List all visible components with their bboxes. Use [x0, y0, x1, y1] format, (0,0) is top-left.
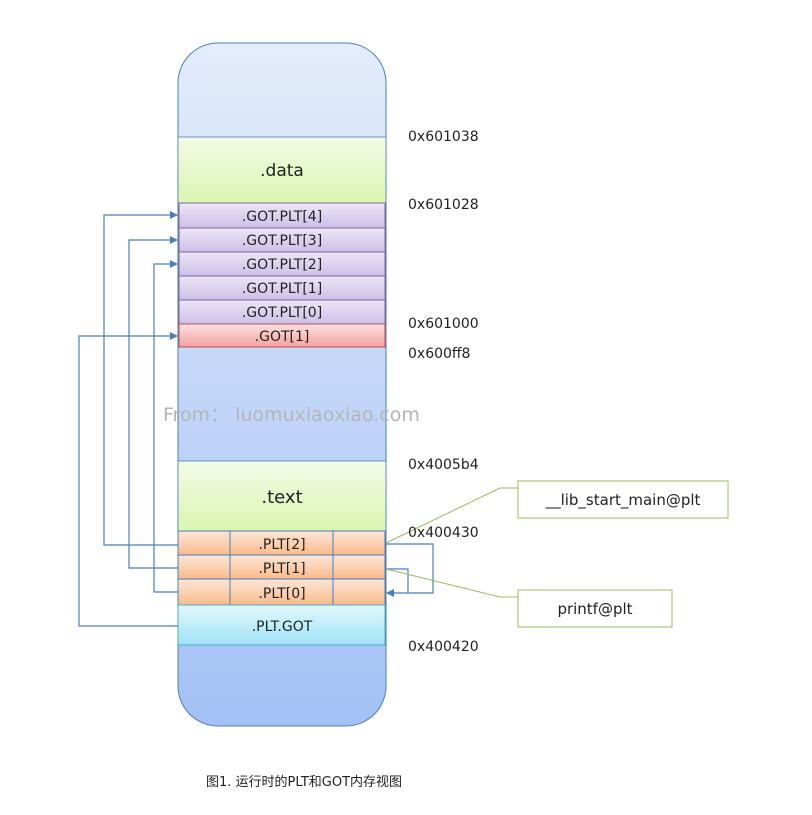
got-1	[178, 323, 386, 348]
got-plt-4	[178, 202, 386, 229]
arrow-plt0-to-gotplt2	[153, 260, 178, 593]
text-section	[177, 460, 387, 532]
got-1-label: .GOT[1]	[255, 329, 310, 345]
address-label: 0x601000	[408, 316, 479, 332]
callout-box-lib-start-main	[517, 480, 729, 519]
got-plt-4-label: .GOT.PLT[4]	[242, 209, 322, 225]
address-label: 0x601038	[408, 129, 479, 145]
plt-entries: .PLT[2] .PLT[1] .PLT[0]	[177, 530, 386, 606]
data-section	[177, 136, 387, 204]
got-plt-entries: .GOT.PLT[4] .GOT.PLT[3] .GOT.PLT[2] .GOT…	[178, 202, 386, 325]
callout-line-lib-start-main	[385, 487, 518, 544]
address-label: 0x400420	[408, 639, 479, 655]
plt-0-label: .PLT[0]	[258, 586, 305, 602]
got-plt-3-label: .GOT.PLT[3]	[242, 233, 322, 249]
got-plt-0-label: .GOT.PLT[0]	[242, 305, 322, 321]
arrow-plt1-to-plt0	[386, 568, 409, 593]
callout-lib-start-main: __lib_start_main@plt	[545, 491, 701, 510]
arrow-plt2-to-gotplt4	[103, 211, 178, 546]
plt-1-label: .PLT[1]	[258, 561, 305, 577]
callout-box-printf	[517, 589, 673, 628]
got-plt-1-label: .GOT.PLT[1]	[242, 281, 322, 297]
watermark: From： luomuxiaoxiao.com	[163, 404, 420, 426]
plt-2-label: .PLT[2]	[258, 537, 305, 553]
callout-printf: printf@plt	[557, 600, 632, 618]
figure-caption: 图1. 运行时的PLT和GOT内存视图	[206, 774, 402, 790]
arrow-plt2-to-plt0	[386, 543, 434, 597]
address-label: 0x400430	[408, 525, 479, 541]
address-label: 0x4005b4	[408, 457, 479, 473]
address-label: 0x600ff8	[408, 346, 470, 362]
text-section-label: .text	[261, 487, 302, 508]
got-plt-2-label: .GOT.PLT[2]	[242, 257, 322, 273]
plt-got-label: .PLT.GOT	[252, 619, 313, 635]
plt-2	[177, 530, 386, 556]
address-label: 0x601028	[408, 197, 479, 213]
arrow-pltgot-to-got1	[78, 332, 178, 627]
data-section-label: .data	[260, 161, 304, 181]
callout-line-printf	[385, 568, 518, 598]
plt-got	[177, 604, 386, 646]
got-plt-3	[178, 227, 386, 253]
plt-0	[177, 578, 386, 606]
arrows	[78, 211, 434, 627]
